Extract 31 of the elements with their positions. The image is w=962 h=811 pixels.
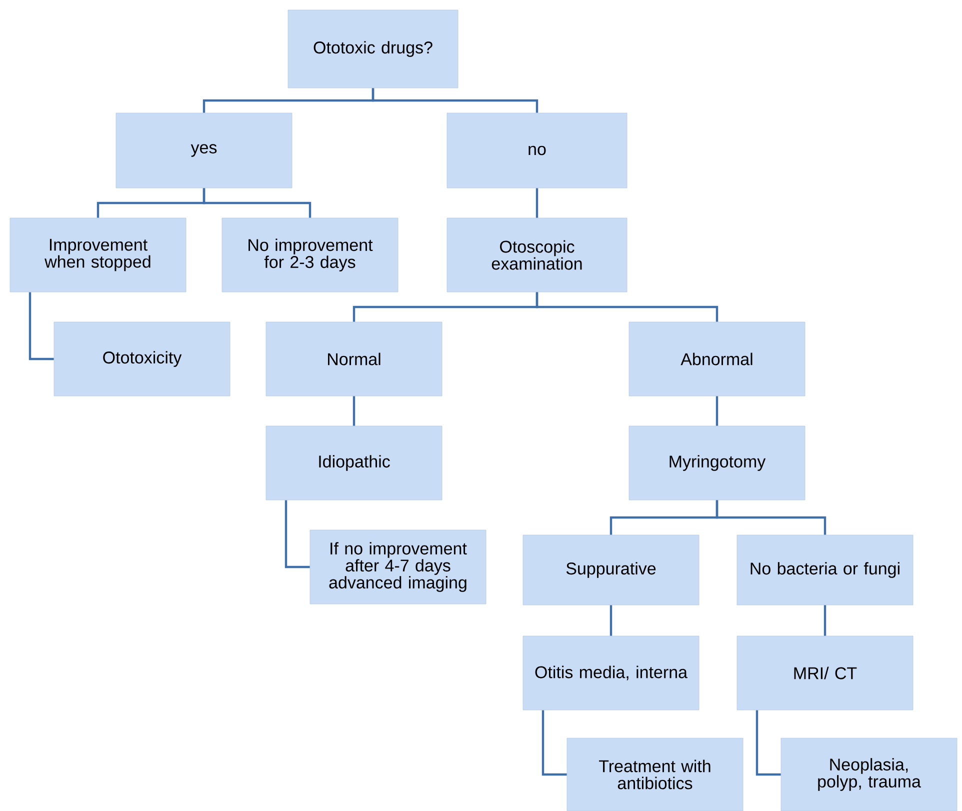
connector [284, 500, 310, 568]
process-box: Normal [266, 322, 442, 396]
process-box: Ototoxic drugs? [288, 10, 458, 88]
process-box: no [446, 112, 628, 188]
process-box: Idiopathic [266, 426, 442, 500]
connector [352, 396, 356, 426]
connector [716, 500, 826, 535]
process-box: Treatment with antibiotics [566, 738, 744, 811]
connector [716, 396, 718, 426]
process-box: Otoscopic examination [446, 218, 628, 292]
process-box: Ototoxicity [54, 322, 230, 396]
process-box: MRI/ CT [736, 636, 914, 710]
process-box: Myringotomy [628, 426, 806, 500]
connector [610, 605, 612, 636]
process-box: Suppurative [522, 534, 700, 606]
process-box: Abnormal [628, 322, 806, 396]
process-box: No bacteria or fungi [736, 534, 914, 606]
process-box: No improvement for 2-3 days [222, 218, 398, 292]
connector [536, 188, 538, 218]
connector [536, 292, 718, 322]
process-box: Improvement when stopped [10, 218, 186, 292]
connector [202, 188, 312, 218]
connector [28, 292, 54, 360]
process-box: Neoplasia, polyp, trauma [780, 738, 958, 811]
connector [756, 710, 781, 776]
process-box: Otitis media, interna [522, 636, 700, 710]
connector [542, 710, 567, 776]
process-box: yes [116, 112, 292, 188]
process-box: If no improvement after 4-7 days advanced imaging [310, 530, 486, 604]
connector [372, 88, 538, 113]
connector [824, 605, 826, 636]
